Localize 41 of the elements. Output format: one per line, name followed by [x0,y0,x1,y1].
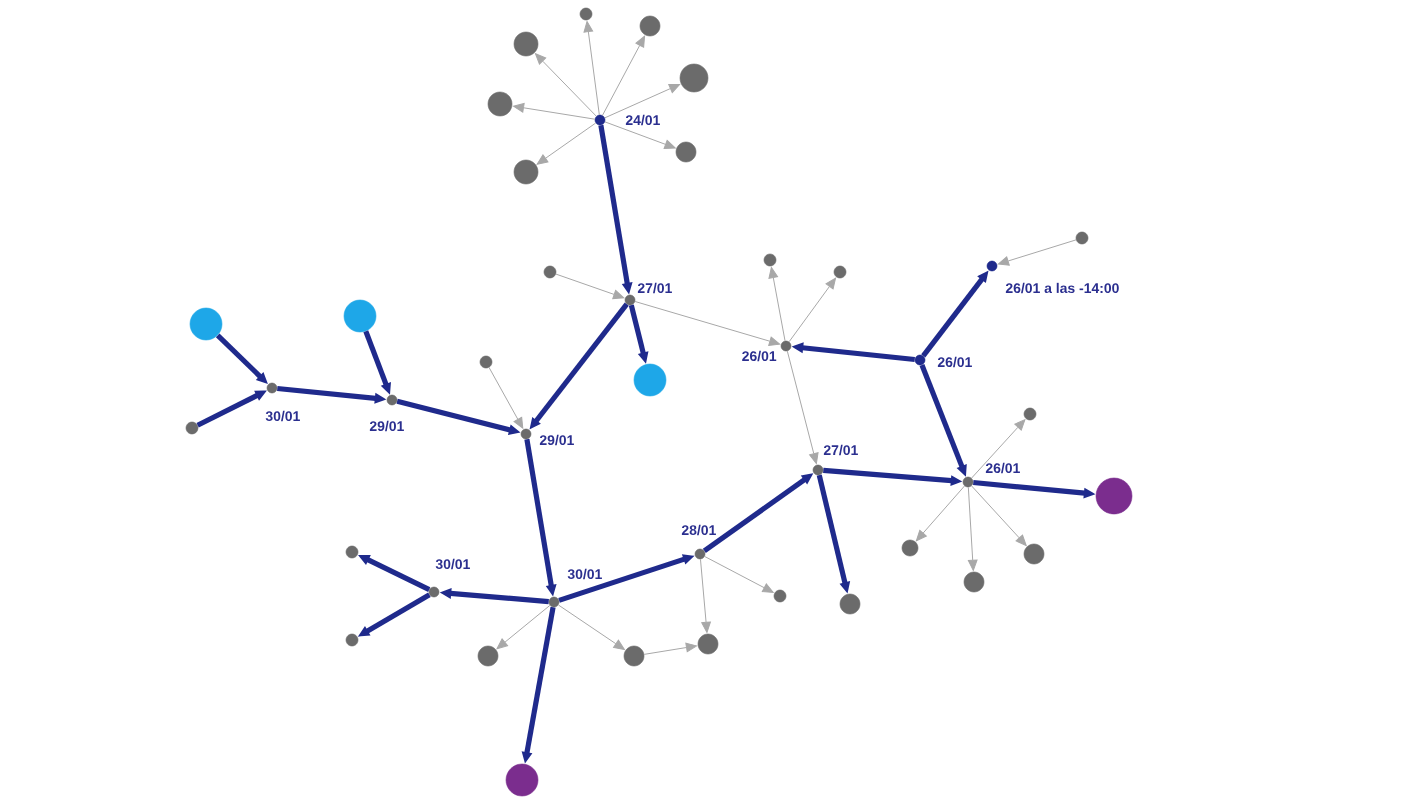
arrow [604,121,676,149]
arrow [971,485,1027,546]
arrow [555,273,625,300]
arrow [786,350,819,465]
node-circle [513,159,539,185]
arrow [512,102,596,120]
arrow [583,21,600,116]
arrow [971,419,1026,479]
node-circle [1095,477,1133,515]
arrow [557,604,625,650]
arrow [704,556,774,593]
node-circle [505,763,539,797]
arrow [643,642,698,655]
node-circle [697,633,719,655]
arrow [488,367,524,429]
arrow [700,558,711,633]
arrow [788,277,837,343]
node-circle [1023,543,1045,565]
node-circle [679,63,709,93]
arrow [536,122,597,165]
node-circle [839,593,861,615]
node-circle [623,645,645,667]
node-circle [963,571,985,593]
node-circle [343,299,377,333]
node-circle [639,15,661,37]
node-circle [189,307,223,341]
arrow [602,35,646,116]
arrow [915,485,965,542]
arrow [496,604,551,650]
arrow [604,83,681,119]
node-circle [477,645,499,667]
arrow [768,267,786,342]
node-circle [675,141,697,163]
arrow [997,239,1077,266]
node-circle [513,31,539,57]
arrow [634,301,781,346]
node-circle [633,363,667,397]
arrow [967,486,978,571]
arrow [535,53,597,117]
node-circle [487,91,513,117]
node-circle [901,539,919,557]
